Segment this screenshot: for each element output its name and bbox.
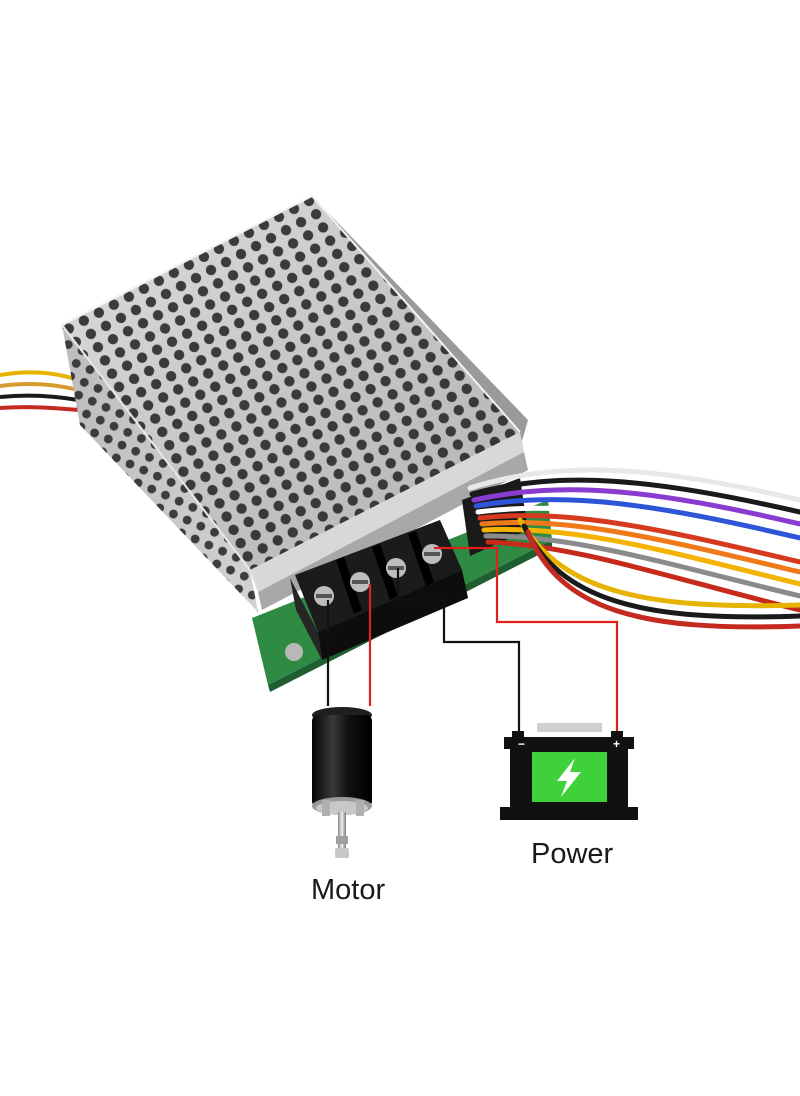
ribbon-wires — [467, 467, 800, 630]
motor-wires — [326, 584, 372, 706]
motor-label: Motor — [311, 874, 386, 906]
left-signal-wires — [0, 370, 79, 412]
terminal-screw-2 — [350, 572, 370, 592]
pcb-mount-screw — [285, 643, 303, 661]
battery-positive-terminal: + — [613, 737, 620, 751]
battery-red-wire — [434, 546, 619, 732]
dc-motor — [312, 707, 372, 858]
battery-black-wire — [396, 568, 521, 732]
lightning-bolt-icon — [557, 758, 581, 797]
motor-shaft — [338, 812, 346, 852]
motor-speed-controller — [61, 194, 552, 692]
battery: − + — [500, 723, 638, 820]
battery-top-cap — [537, 723, 602, 732]
power-label: Power — [531, 838, 614, 870]
terminal-screw-3 — [386, 558, 406, 578]
terminal-block — [290, 520, 468, 660]
terminal-screw-1 — [314, 586, 334, 606]
battery-wires — [396, 546, 619, 732]
battery-negative-terminal: − — [518, 737, 525, 751]
